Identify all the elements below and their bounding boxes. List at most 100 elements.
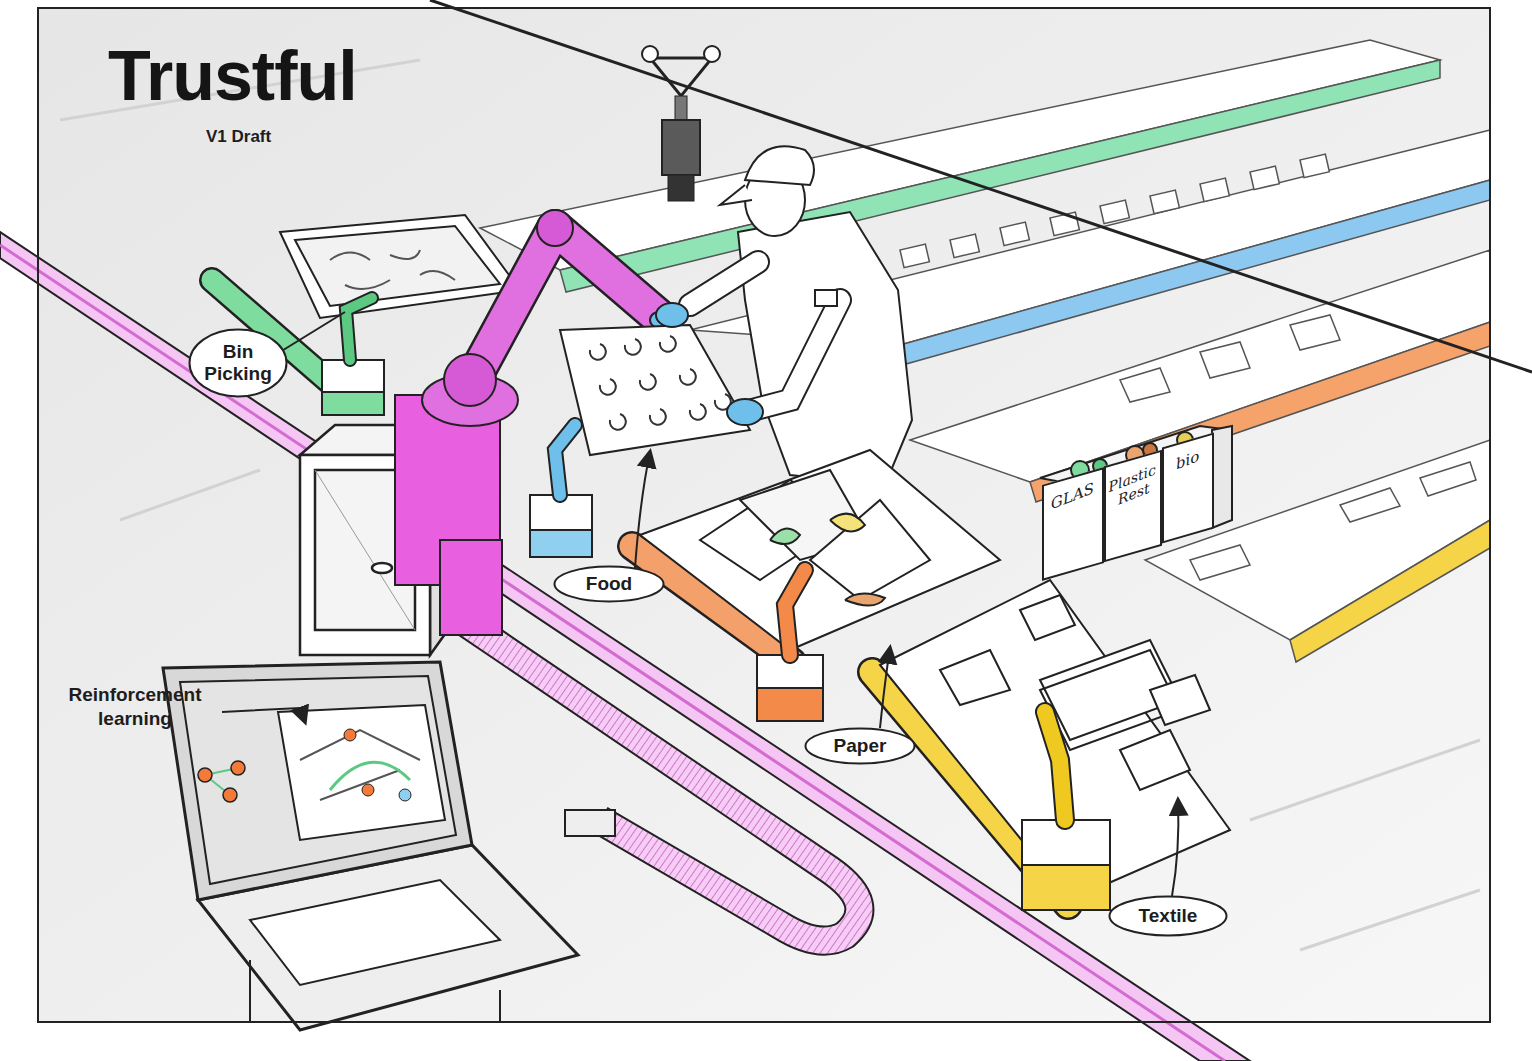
pink-robot-arm-part: [444, 354, 496, 406]
laptop-part: [231, 761, 245, 775]
textile-conveyor-part: [1020, 595, 1075, 640]
orange-robot-part: [785, 570, 805, 655]
paper-conveyor-part: [830, 514, 865, 532]
overhead-cable-part: [650, 58, 712, 96]
back-conveyors-part: [1200, 342, 1250, 378]
gantry-column: [395, 395, 502, 635]
overhead-cable: [430, 0, 1532, 372]
callout-text: Paper: [834, 735, 887, 757]
leader-lines-part: [222, 708, 305, 722]
green-robot-part: [346, 298, 372, 360]
paper-conveyor-part: [770, 529, 800, 544]
overhead-cable-part: [662, 120, 700, 175]
food-tray-part: [590, 336, 731, 430]
worker-part: [720, 185, 752, 205]
background-part: [1250, 740, 1480, 820]
laptop-part: [223, 788, 237, 802]
back-conveyors-part: [1250, 166, 1279, 189]
back-conveyors-part: [1190, 545, 1250, 580]
back-conveyors-part: [1290, 520, 1490, 662]
worker-part: [690, 262, 758, 305]
worker: [656, 146, 912, 485]
back-conveyors-part: [1340, 488, 1400, 522]
back-conveyors-part: [1420, 462, 1476, 496]
ellipse-shape: [555, 567, 664, 602]
frame-border: [38, 8, 1490, 1022]
paper-conveyor-part: [845, 593, 885, 605]
laptop-part: [278, 705, 445, 840]
callout-text: Food: [586, 573, 632, 595]
yellow-robot: [1022, 712, 1110, 910]
blue-robot-part: [530, 495, 592, 557]
background-part: [1300, 890, 1480, 950]
worker-part: [656, 303, 688, 327]
gantry-rail-part: [0, 232, 1250, 1061]
orange-robot-part: [785, 570, 805, 655]
bin-picking-conveyor-part: [295, 226, 500, 306]
leader-lines-part: [880, 648, 890, 728]
bin-compartment: bio: [1162, 433, 1214, 544]
callout-ellipse: Paper: [804, 727, 916, 765]
laptop-part: [250, 880, 500, 985]
green-robot: [322, 298, 384, 415]
blue-robot: [530, 425, 592, 557]
yellow-robot-part: [1045, 712, 1065, 820]
background-part: [38, 8, 1490, 1022]
yellow-robot-part: [1022, 820, 1110, 910]
laptop-part: [163, 662, 472, 900]
laptop-part: [499, 990, 501, 1022]
leader-lines: [222, 312, 1178, 896]
blue-robot-part: [530, 530, 592, 557]
textile-conveyor-part: [1120, 730, 1190, 790]
ellipse-shape: [1110, 897, 1227, 936]
callout-ellipse: Food: [553, 565, 665, 603]
paper-conveyor-part: [810, 500, 930, 600]
paper-conveyor-part: [640, 450, 1000, 650]
background-part: [120, 470, 260, 520]
back-conveyors-part: [1200, 178, 1229, 201]
back-conveyors-part: [1000, 222, 1029, 245]
cable-chain-part: [565, 810, 615, 836]
laptop-part: [399, 789, 411, 801]
yellow-robot-part: [1022, 865, 1110, 910]
laptop-part: [362, 784, 374, 796]
callout-label: Reinforcement learning: [40, 683, 230, 731]
blue-robot-part: [555, 425, 575, 495]
callout-ellipse: Bin Picking: [188, 328, 288, 398]
back-conveyors-part: [950, 234, 979, 257]
leader-lines-part: [280, 312, 345, 352]
ellipse-shape: [190, 330, 287, 397]
gantry-column-part: [440, 540, 502, 635]
back-conveyors-part: [1100, 200, 1129, 223]
laptop: [163, 662, 578, 1030]
bin-compartment: Plastic Rest: [1104, 450, 1162, 563]
worker-part: [752, 300, 840, 410]
green-robot-part: [346, 298, 372, 360]
green-robot-part: [322, 392, 384, 415]
worker-part: [690, 262, 758, 305]
overhead-cable-part: [704, 46, 720, 62]
callout-text: Bin Picking: [198, 341, 278, 385]
textile-conveyor-part: [940, 650, 1010, 705]
back-conveyors-part: [1300, 154, 1329, 177]
diagram-title: Trustful: [108, 36, 357, 116]
back-conveyors: [480, 40, 1490, 662]
textile-conveyor-part: [1150, 675, 1210, 725]
back-conveyors-part: [1120, 368, 1170, 402]
worker-part: [752, 300, 840, 410]
overhead-cable-part: [675, 96, 687, 120]
laptop-part: [249, 960, 251, 1022]
overhead-cable-part: [668, 175, 694, 201]
leader-lines-part: [1172, 800, 1178, 896]
paper-conveyor: [632, 450, 1000, 662]
bin-compartment: GLAS: [1042, 467, 1104, 581]
printer-box-part: [372, 563, 392, 573]
worker-part: [727, 399, 763, 425]
food-tray: [560, 325, 750, 455]
orange-robot-part: [757, 688, 823, 721]
handwritten-label: GLAS: [1051, 480, 1096, 513]
